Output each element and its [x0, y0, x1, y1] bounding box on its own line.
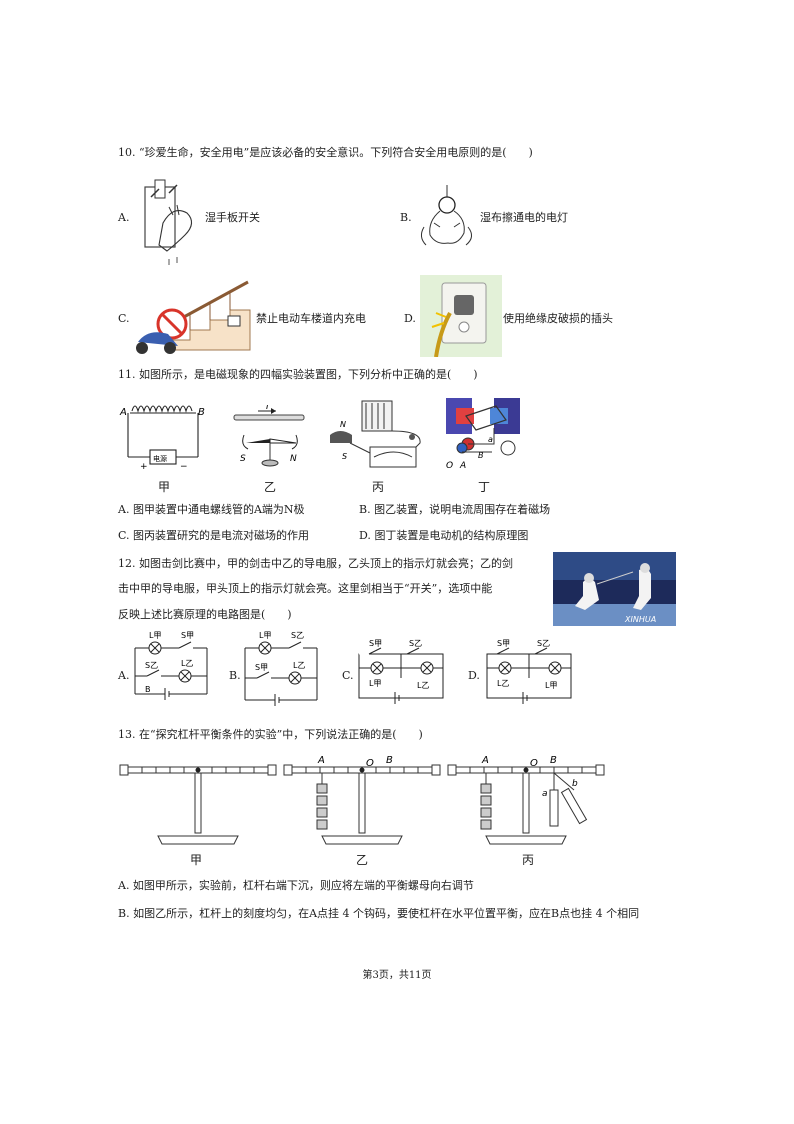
circuit-b-l-yi: L乙 — [293, 661, 305, 670]
oersted-experiment-figure: I S N — [233, 405, 305, 467]
lever-bing-label-spring-b: b — [572, 779, 578, 789]
circuit-c-l-jia: L甲 — [369, 679, 381, 688]
circuit-d-l-yi: L乙 — [497, 679, 509, 688]
q12-stem-line-1: 12. 如图击剑比赛中，甲的剑击中乙的导电服，乙头顶上的指示灯就会亮；乙的剑 — [118, 557, 513, 570]
needle-label-n: N — [290, 454, 297, 464]
motor-label-o: O — [446, 461, 453, 471]
motor-label-b: B — [478, 451, 484, 460]
lever-yi-label-b: B — [386, 755, 393, 766]
q11-option-a-text: 图甲装置中通电螺线管的A端为N极 — [132, 503, 305, 516]
q13-option-b: B. 如图乙所示，杠杆上的刻度均匀，在A点挂 4 个钩码，要使杠杆在水平位置平衡… — [118, 907, 640, 920]
needle-label-s: S — [240, 454, 246, 464]
q11-fig-ding-caption: 丁 — [478, 480, 491, 494]
q12-option-c-letter: C. — [342, 669, 354, 682]
circuit-b-l-jia: L甲 — [259, 631, 271, 640]
q11-option-a-letter: A. — [118, 503, 130, 516]
lever-bing-label-b: B — [550, 755, 557, 766]
q11-option-b-text: 图乙装置，说明电流周围存在着磁场 — [374, 503, 551, 516]
q11-option-d-letter: D. — [359, 529, 371, 542]
q10-option-c-letter: C. — [118, 312, 130, 325]
q12-stem-line-2: 击中甲的导电服，甲头顶上的指示灯就会亮。这里剑相当于“开关”，选项中能 — [118, 582, 493, 595]
q10-option-d-letter: D. — [404, 312, 416, 325]
circuit-b-s-jia: S甲 — [255, 663, 268, 672]
lever-bing-label-o: O — [530, 758, 538, 769]
q10-stem: 10. “珍爱生命，安全用电”是应该必备的安全意识。下列符合安全用电原则的是( … — [118, 146, 533, 159]
q11-option-a: A. 图甲装置中通电螺线管的A端为N极 — [118, 502, 305, 518]
wet-hand-switch-illustration — [144, 179, 193, 265]
wet-cloth-lamp-illustration — [420, 185, 472, 246]
circuit-c-l-yi: L乙 — [417, 681, 429, 690]
q10-option-d-text: 使用绝缘皮破损的插头 — [503, 312, 613, 325]
solenoid-label-b: B — [198, 407, 205, 418]
circuit-a-diagram: L甲 S甲 S乙 L乙 B — [134, 631, 208, 700]
motor-label-a-small: a — [488, 435, 493, 444]
q11-option-b-letter: B. — [359, 503, 371, 516]
circuit-a-s-yi: S乙 — [145, 661, 158, 670]
plus-terminal-label: + — [140, 462, 148, 472]
q10-option-b-letter: B. — [400, 211, 412, 224]
lever-bing-label-spring-a: a — [542, 789, 548, 799]
circuit-a-s-jia: S甲 — [181, 631, 194, 640]
q10-option-a-letter: A. — [118, 211, 130, 224]
q12-option-b-letter: B. — [229, 669, 241, 682]
circuit-a-l-jia: L甲 — [149, 631, 161, 640]
q10-option-a-text: 湿手板开关 — [205, 211, 260, 224]
electromagnetic-induction-figure: N S — [330, 400, 421, 468]
q11-stem: 11. 如图所示，是电磁现象的四幅实验装置图，下列分析中正确的是( ) — [118, 368, 478, 381]
minus-terminal-label: − — [180, 462, 188, 472]
circuit-c-diagram: S甲 S乙 L甲 L乙 — [358, 639, 444, 704]
q11-option-c-letter: C. — [118, 529, 130, 542]
q13-fig-yi-caption: 乙 — [356, 853, 369, 867]
lever-yi-figure: A O B — [283, 755, 441, 845]
no-ebike-charging-illustration — [136, 280, 251, 354]
lever-yi-label-a: A — [317, 755, 325, 766]
damaged-plug-illustration — [420, 275, 502, 357]
q12-stem-line-3: 反映上述比赛原理的电路图是( ) — [118, 608, 292, 621]
q13-stem: 13. 在“探究杠杆平衡条件的实验”中，下列说法正确的是( ) — [118, 728, 423, 741]
q11-option-b: B. 图乙装置，说明电流周围存在着磁场 — [359, 502, 550, 518]
lever-bing-figure: A O B a b — [447, 755, 605, 845]
solenoid-circuit-figure: A B 电源 + − — [119, 405, 205, 472]
magnet-label-n: N — [340, 420, 346, 429]
page-footer: 第3页，共11页 — [362, 970, 432, 981]
q11-option-d: D. 图丁装置是电动机的结构原理图 — [359, 528, 528, 544]
circuit-c-s-jia: S甲 — [369, 639, 382, 648]
circuit-d-diagram: S甲 S乙 L乙 L甲 — [486, 639, 572, 704]
q11-option-c: C. 图丙装置研究的是电流对磁场的作用 — [118, 528, 309, 544]
current-label-i: I — [266, 405, 269, 412]
motor-label-a: A — [459, 461, 466, 471]
motor-generator-figure: a B O A — [446, 398, 520, 471]
power-supply-label: 电源 — [153, 454, 167, 463]
circuit-d-s-jia: S甲 — [497, 639, 510, 648]
circuit-a-l-yi: L乙 — [181, 659, 193, 668]
circuit-a-b: B — [145, 685, 151, 694]
magnet-label-s: S — [342, 452, 347, 461]
lever-bing-label-a: A — [481, 755, 489, 766]
q11-fig-jia-caption: 甲 — [158, 480, 171, 494]
q13-fig-bing-caption: 丙 — [522, 853, 535, 867]
q11-fig-bing-caption: 丙 — [372, 480, 385, 494]
circuit-d-s-yi: S乙 — [537, 639, 550, 648]
lever-jia-figure — [119, 764, 277, 845]
q13-fig-jia-caption: 甲 — [190, 853, 203, 867]
q13-option-a: A. 如图甲所示，实验前，杠杆右端下沉，则应将左端的平衡螺母向右调节 — [118, 879, 474, 892]
circuit-d-l-jia: L甲 — [545, 681, 557, 690]
circuit-c-s-yi: S乙 — [409, 639, 422, 648]
q11-option-d-text: 图丁装置是电动机的结构原理图 — [374, 529, 529, 542]
q10-option-b-text: 湿布擦通电的电灯 — [480, 211, 568, 224]
circuit-b-diagram: L甲 S乙 S甲 L乙 — [244, 631, 318, 706]
q12-option-a-letter: A. — [118, 669, 130, 682]
photo-watermark: XINHUA — [624, 615, 656, 624]
q11-fig-yi-caption: 乙 — [264, 480, 277, 494]
solenoid-label-a: A — [119, 407, 127, 418]
fencing-photo: XINHUA — [553, 552, 676, 626]
lever-yi-label-o: O — [366, 758, 374, 769]
q11-option-c-text: 图丙装置研究的是电流对磁场的作用 — [133, 529, 310, 542]
circuit-b-s-yi: S乙 — [291, 631, 304, 640]
q10-option-c-text: 禁止电动车楼道内充电 — [256, 312, 366, 325]
q12-option-d-letter: D. — [468, 669, 480, 682]
